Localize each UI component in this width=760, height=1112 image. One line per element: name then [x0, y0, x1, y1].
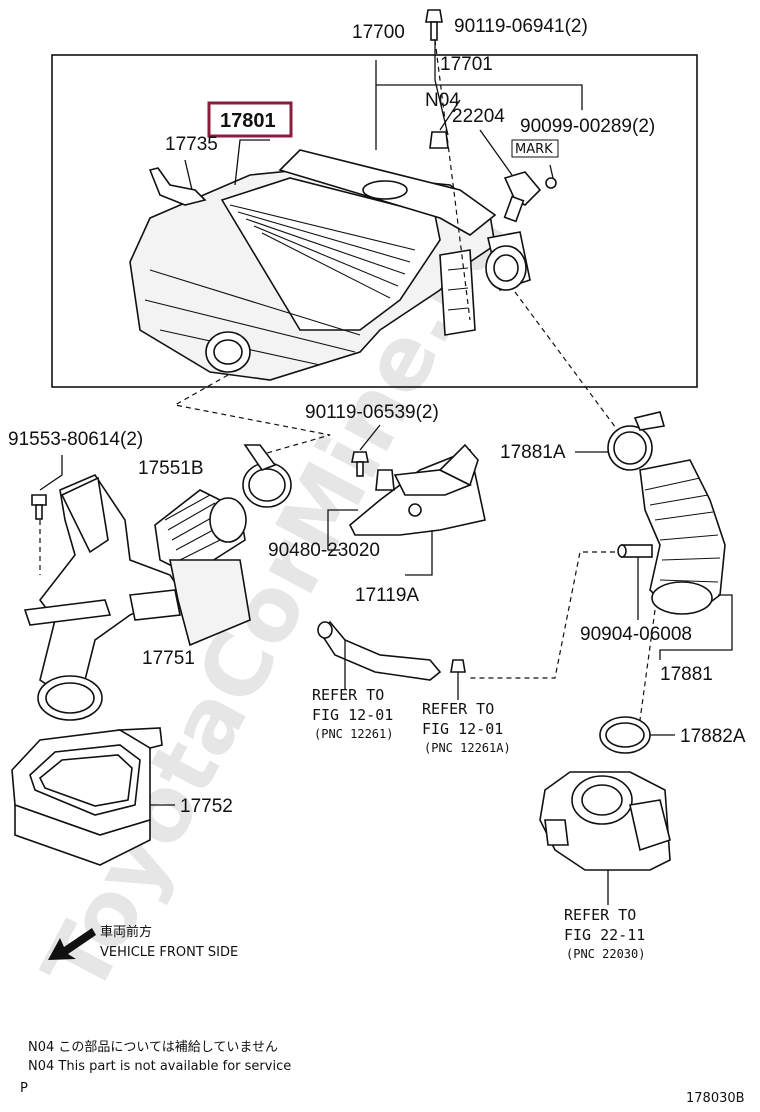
label-90480-23020: 90480-23020 — [268, 540, 380, 561]
bolt-90119-06539[interactable] — [351, 451, 369, 477]
screw-90099[interactable] — [545, 177, 557, 189]
label-90119-06941: 90119-06941(2) — [454, 16, 588, 37]
ref3-line2: FIG 22-11 — [564, 926, 645, 944]
label-n04: N04 — [425, 90, 460, 111]
figure-code: 178030B — [686, 1091, 745, 1106]
label-17701: 17701 — [440, 54, 493, 75]
label-91553-80614: 91553-80614(2) — [8, 429, 143, 450]
ref2-line1: REFER TO — [422, 700, 494, 718]
label-17119a: 17119A — [355, 585, 419, 606]
ref1-line2: FIG 12-01 — [312, 706, 393, 724]
breather-hose[interactable] — [317, 620, 442, 681]
mark-box — [511, 139, 559, 158]
label-17735: 17735 — [165, 134, 218, 155]
ref1-line1: REFER TO — [312, 686, 384, 704]
label-17551b: 17551B — [138, 458, 204, 479]
ref1-line3: (PNC 12261) — [314, 727, 393, 741]
label-mark: MARK — [515, 142, 553, 157]
intake-bellows-hose[interactable] — [154, 489, 247, 576]
footer-p: P — [20, 1081, 28, 1096]
ref2-line2: FIG 12-01 — [422, 720, 503, 738]
front-direction-arrow-icon — [48, 928, 96, 960]
clamp-17882a[interactable] — [599, 716, 651, 754]
label-17752: 17752 — [180, 796, 233, 817]
bracket-17119a[interactable] — [349, 443, 486, 536]
air-flow-meter[interactable] — [503, 171, 542, 223]
throttle-body[interactable] — [539, 771, 671, 871]
front-side-jp: 車両前方 — [100, 924, 152, 940]
ref3-line1: REFER TO — [564, 906, 636, 924]
hose-clip[interactable] — [450, 659, 466, 673]
label-22204: 22204 — [452, 106, 505, 127]
highlight-box-17801 — [207, 101, 293, 138]
note-jp: N04 この部品については補給していません — [28, 1040, 278, 1055]
note-en: N04 This part is not available for servi… — [28, 1059, 291, 1074]
grommet-n04[interactable] — [429, 131, 449, 149]
clip-17735[interactable] — [148, 167, 207, 206]
label-17801: 17801 — [220, 110, 276, 132]
label-17881: 17881 — [660, 664, 713, 685]
clamp-17551b[interactable] — [242, 444, 292, 508]
intake-pipe-17751[interactable] — [23, 474, 251, 721]
air-cleaner-housing[interactable] — [129, 149, 497, 381]
grommet-90480[interactable] — [375, 469, 395, 491]
nipple-90904[interactable] — [617, 544, 653, 558]
front-side-en: VEHICLE FRONT SIDE — [100, 945, 238, 960]
label-17700: 17700 — [352, 22, 405, 43]
label-17751: 17751 — [142, 648, 195, 669]
ref2-line3: (PNC 12261A) — [424, 741, 511, 755]
label-17881a: 17881A — [500, 442, 566, 463]
hose-17881[interactable] — [639, 459, 726, 615]
clamp-17881a[interactable] — [607, 411, 666, 471]
seal-17752[interactable] — [11, 727, 163, 866]
assembly-frame — [51, 54, 698, 388]
label-90904-06008: 90904-06008 — [580, 624, 692, 645]
housing-outlet — [205, 331, 251, 373]
label-90119-06539: 90119-06539(2) — [305, 402, 439, 423]
housing-inlet — [485, 231, 531, 292]
bolt-91553-80614[interactable] — [31, 494, 47, 520]
label-90099-00289: 90099-00289(2) — [520, 116, 655, 137]
ref3-line3: (PNC 22030) — [566, 947, 645, 961]
bolt-90119-06941[interactable] — [425, 9, 443, 41]
label-17882a: 17882A — [680, 726, 746, 747]
